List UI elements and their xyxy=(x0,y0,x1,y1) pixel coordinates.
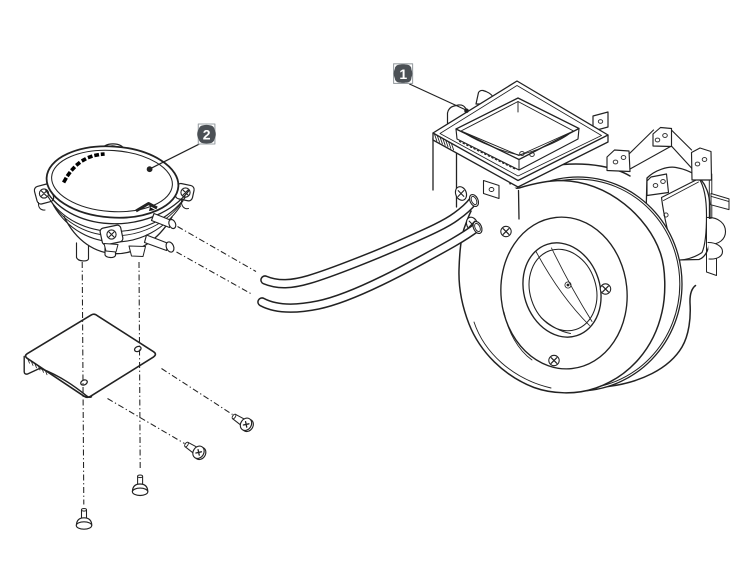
svg-text:1: 1 xyxy=(399,66,407,82)
svg-text:2: 2 xyxy=(203,126,211,142)
